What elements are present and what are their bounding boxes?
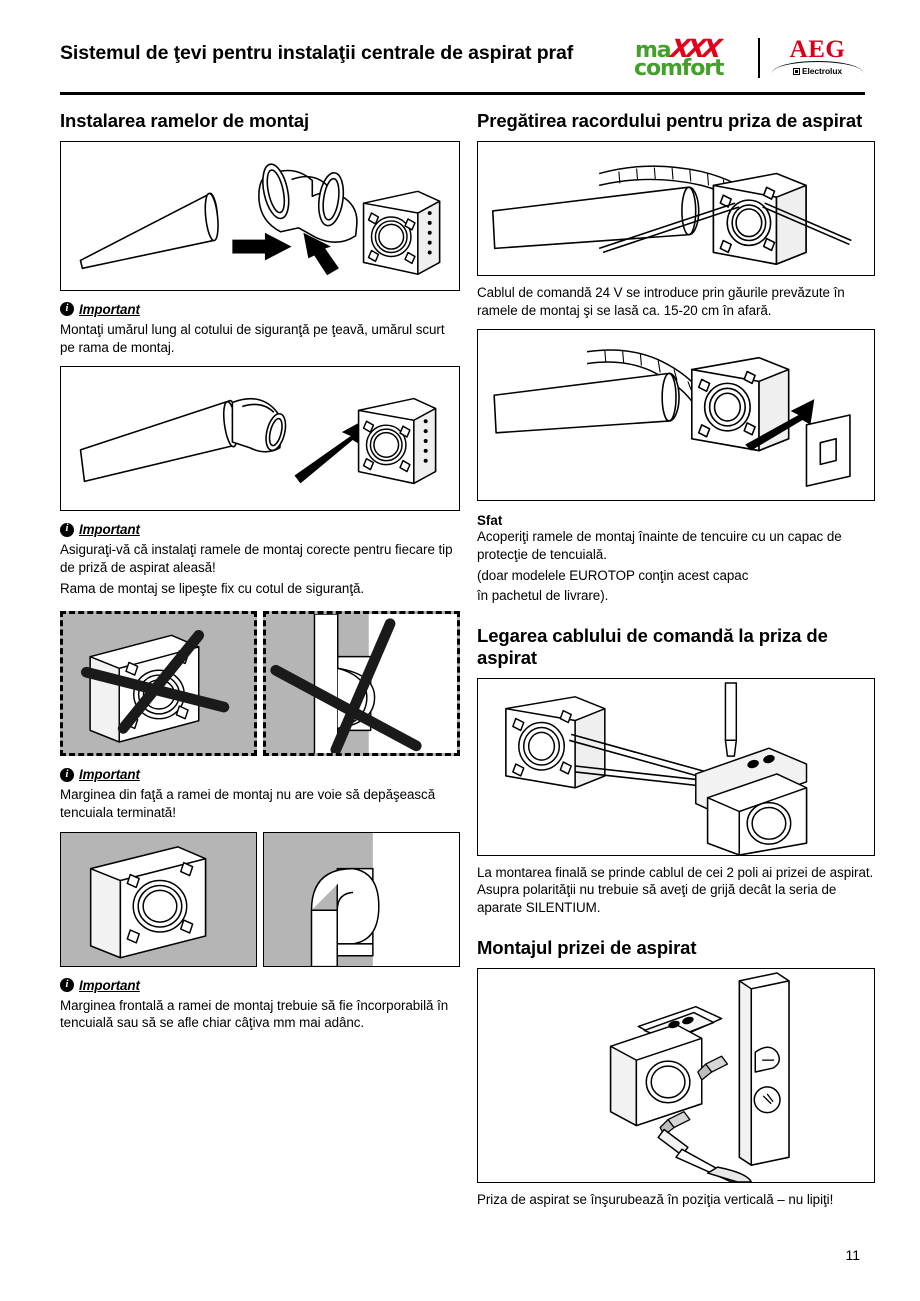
tip-text-2: (doar modelele EUROTOP conţin acest capa… — [477, 567, 749, 583]
electrolux-mark-icon — [792, 68, 800, 75]
figure-frame-flush-correct — [60, 831, 257, 967]
note-label-3: Important — [79, 767, 140, 783]
illustration-pipe-elbow-assembly — [79, 398, 437, 485]
figure-pair-incorrect — [60, 611, 460, 757]
tip-text-1: Acoperiţi ramele de montaj înainte de te… — [477, 529, 842, 562]
illustration-elbow-crossed — [266, 614, 457, 754]
aeg-logo-subtext: Electrolux — [801, 66, 843, 76]
note-text-2a: Asiguraţi-vă că instalaţi ramele de mont… — [60, 542, 453, 575]
illustration-elbow-in-wall — [264, 832, 459, 966]
info-icon: i — [60, 978, 74, 993]
maxx-logo-text-ma: ma — [635, 38, 672, 63]
illustration-protection-cap — [493, 349, 851, 488]
note-header-4: i Important — [60, 978, 460, 993]
aeg-logo-text: AEG — [789, 36, 846, 63]
right-text-1: Cablul de comandă 24 V se introduce prin… — [477, 284, 845, 318]
left-section-heading: Instalarea ramelor de montaj — [60, 110, 310, 131]
logo-divider — [758, 38, 760, 78]
figure-frame-protruding-incorrect — [60, 611, 257, 757]
figure-pipe-elbow-assembly — [60, 366, 460, 512]
aeg-logo-subtext-wrap: Electrolux — [770, 66, 865, 76]
illustration-cable-through-frame — [491, 165, 852, 265]
cross-out-mark-icon — [80, 630, 230, 734]
page-number: 11 — [845, 1247, 860, 1263]
info-icon: i — [60, 767, 74, 782]
figure-elbow-inside-wall-correct — [263, 831, 460, 967]
left-column: Instalarea ramelor de montaj — [60, 110, 460, 1042]
header-divider — [60, 92, 865, 95]
tip-text-3: în pachetul de livrare). — [477, 588, 609, 604]
note-header-2: i Important — [60, 522, 460, 537]
illustration-connect-cable — [505, 681, 808, 855]
page-title: Sistemul de ţevi pentru instalaţii centr… — [60, 42, 574, 64]
note-label-1: Important — [79, 301, 140, 317]
note-header-3: i Important — [60, 767, 460, 782]
insert-arrow-icon — [294, 420, 364, 484]
figure-connect-cable-to-inlet — [477, 677, 875, 856]
illustration-screw-inlet — [609, 971, 790, 1182]
figure-pipe-elbow-frame-exploded — [60, 140, 460, 291]
illustration-frame-crossed — [80, 630, 230, 743]
right-text-3: Priza de aspirat se înşurubează în poziţ… — [477, 1191, 834, 1207]
brand-logos: ma XXX comfort AEG Electrolux — [630, 34, 865, 82]
right-text-2: La montarea finală se prinde cablul de c… — [477, 864, 874, 915]
maxx-logo-text-comfort: comfort — [634, 56, 725, 81]
info-icon: i — [60, 302, 74, 317]
figure-elbow-protruding-incorrect — [263, 611, 460, 757]
screws-icon — [659, 1055, 729, 1136]
note-text-1: Montaţi umărul lung al cotului de sigura… — [60, 321, 445, 355]
right-column: Pregătirea racordului pentru priza de as… — [477, 110, 875, 1218]
figure-screwing-inlet-vertically — [477, 967, 875, 1183]
note-header-1: i Important — [60, 302, 460, 317]
aeg-logo: AEG Electrolux — [770, 35, 865, 81]
page-header: Sistemul de ţevi pentru instalaţii centr… — [60, 34, 865, 90]
figure-pair-correct — [60, 831, 460, 967]
right-section-heading-1: Pregătirea racordului pentru priza de as… — [477, 110, 863, 131]
info-icon: i — [60, 522, 74, 537]
frame-holes-icon — [423, 419, 428, 463]
figure-plaster-protection-cap — [477, 329, 875, 502]
aeg-logo-arc — [772, 61, 863, 73]
frame-holes-icon — [427, 210, 432, 255]
figure-control-cable-through-frame — [477, 140, 875, 276]
illustration-pipe-elbow-frame — [79, 163, 441, 276]
right-section-heading-3: Montajul prizei de aspirat — [477, 936, 697, 958]
right-section-heading-2: Legarea cablului de comandă la priza de … — [477, 624, 828, 668]
tip-label: Sfat — [477, 513, 503, 529]
terminal-screws-icon — [747, 754, 775, 768]
note-text-2b: Rama de montaj se lipeşte fix cu cotul d… — [60, 580, 365, 596]
maxxcomfort-logo: ma XXX comfort — [630, 34, 738, 81]
illustration-frame-flush — [89, 845, 207, 959]
flap-detail-icon — [668, 1016, 694, 1028]
insert-cap-arrow-icon — [745, 399, 815, 451]
note-text-4: Marginea frontală a ramei de montaj treb… — [60, 997, 449, 1031]
cross-out-mark-icon — [270, 618, 422, 754]
note-text-3: Marginea din faţă a ramei de montaj nu a… — [60, 787, 436, 820]
note-label-2: Important — [79, 522, 140, 538]
note-label-4: Important — [79, 977, 140, 993]
